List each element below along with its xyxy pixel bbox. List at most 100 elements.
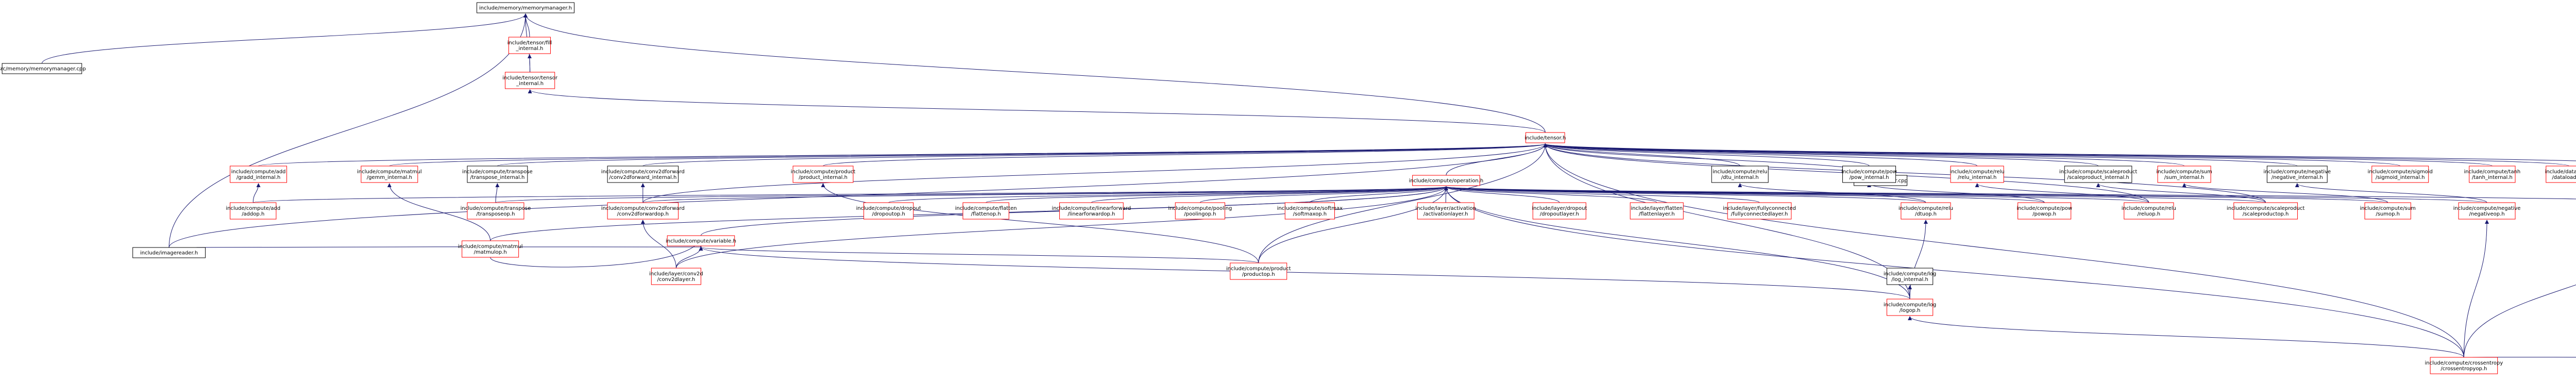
edge-n4-n15 bbox=[1543, 143, 2099, 167]
edge-n8-n23 bbox=[495, 183, 500, 203]
edge-n4-n45 bbox=[1258, 143, 1548, 263]
node-include-compute-variable-h[interactable]: include/compute/variable.h bbox=[666, 235, 736, 246]
edge-n3-n4 bbox=[528, 89, 1546, 133]
node-label: /dropoutlayer.h bbox=[1540, 211, 1579, 217]
node-include-compute-scaleproduct-scaleproduct-internal-h[interactable]: include/compute/scaleproduct/scaleproduc… bbox=[2059, 166, 2137, 183]
node-box bbox=[2233, 202, 2298, 220]
node-include-layer-dropout-dropoutlayer-h[interactable]: include/layer/dropout/dropoutlayer.h bbox=[1532, 202, 1587, 220]
edge-n4-n8 bbox=[497, 143, 1547, 167]
node-include-compute-scaleproduct-scaleproductop-h[interactable]: include/compute/scaleproduct/scaleproduc… bbox=[2227, 202, 2304, 220]
edge-n4-n14 bbox=[1543, 143, 1978, 167]
edge-n4-n13 bbox=[1543, 143, 1870, 167]
edges-layer bbox=[41, 13, 2576, 358]
node-label: /gradd_internal.h bbox=[236, 175, 281, 180]
edge-n11-n26 bbox=[888, 186, 1448, 203]
node-label: include/compute/sum bbox=[2360, 206, 2415, 211]
node-label: include/compute/negative bbox=[2263, 169, 2331, 175]
edge-n11-n22 bbox=[252, 186, 1448, 203]
node-include-memory-memorymanager-h[interactable]: include/memory/memorymanager.h bbox=[477, 2, 575, 13]
node-label: include/compute/dropout bbox=[856, 206, 921, 211]
node-label: /fullyconnectedlayer.h bbox=[1731, 211, 1788, 217]
node-include-tensor-tensor-internal-h[interactable]: include/tensor/tensor_internal.h bbox=[502, 72, 558, 89]
node-include-layer-activation-activationlayer-h[interactable]: include/layer/activation/activationlayer… bbox=[1415, 202, 1476, 220]
node-include-compute-negative-negativeop-h[interactable]: include/compute/negative/negativeop.h bbox=[2453, 202, 2521, 220]
node-include-compute-log-log-internal-h[interactable]: include/compute/log/log_internal.h bbox=[1884, 268, 1936, 285]
node-include-compute-dropout-dropoutop-h[interactable]: include/compute/dropout/dropoutop.h bbox=[856, 202, 921, 220]
node-include-tensor-h[interactable]: include/tensor.h bbox=[1524, 132, 1566, 143]
edge-n6-n22 bbox=[252, 183, 261, 203]
edge-n16-n39 bbox=[2182, 183, 2388, 203]
node-label: /addop.h bbox=[242, 211, 264, 217]
node-include-compute-relu-reluop-h[interactable]: include/compute/relu/reluop.h bbox=[2122, 202, 2176, 220]
node-box bbox=[2157, 166, 2211, 183]
node-label: src/memory/memorymanager.cpp bbox=[0, 67, 86, 72]
edge-n4-n24 bbox=[642, 143, 1548, 203]
node-include-compute-operation-h[interactable]: include/compute/operation.h bbox=[1409, 175, 1484, 186]
node-include-layer-flatten-flattenlayer-h[interactable]: include/layer/flatten/flattenlayer.h bbox=[1630, 202, 1684, 220]
node-include-compute-log-logop-h[interactable]: include/compute/log/logop.h bbox=[1884, 299, 1936, 316]
node-label: include/compute/transpose bbox=[461, 206, 531, 211]
node-label: include/compute/conv2dforward bbox=[601, 206, 685, 211]
node-include-compute-softmax-softmaxop-h[interactable]: include/compute/softmax/softmaxop.h bbox=[1277, 202, 1343, 220]
edge-n11-n45 bbox=[1258, 186, 1448, 263]
node-label: include/compute/linearforward bbox=[1052, 206, 1131, 211]
edge-n11-n30 bbox=[1309, 186, 1448, 203]
node-box bbox=[2018, 202, 2072, 220]
edge-n11-n35 bbox=[1444, 186, 1926, 203]
node-include-compute-relu-dtu-internal-h[interactable]: include/compute/relu/dtu_internal.h bbox=[1711, 166, 1769, 183]
node-include-compute-add-gradd-internal-h[interactable]: include/compute/add/gradd_internal.h bbox=[230, 166, 287, 183]
node-label: include/layer/dropout bbox=[1532, 206, 1587, 211]
node-include-tensor-fill-internal-h[interactable]: include/tensor/fill_internal.h bbox=[507, 37, 552, 54]
node-include-compute-add-addop-h[interactable]: include/compute/add/addop.h bbox=[226, 202, 280, 220]
node-box bbox=[2, 63, 82, 74]
node-label: /pow_internal.h bbox=[1850, 175, 1889, 180]
node-src-memory-memorymanager-cpp[interactable]: src/memory/memorymanager.cpp bbox=[0, 63, 86, 74]
node-box bbox=[2458, 202, 2516, 220]
node-label: /transpose_internal.h bbox=[470, 175, 525, 180]
node-label: include/dataloader bbox=[2545, 169, 2576, 175]
node-include-compute-crossentropy-crossentropyop-h[interactable]: include/compute/crossentropy/crossentrop… bbox=[2425, 357, 2503, 374]
node-include-compute-pow-pow-internal-h[interactable]: include/compute/pow/pow_internal.h bbox=[1841, 166, 1897, 183]
node-include-compute-sum-sum-internal-h[interactable]: include/compute/sum/sum_internal.h bbox=[2156, 166, 2212, 183]
node-include-compute-conv2dforward-conv2dforwardop-h[interactable]: include/compute/conv2dforward/conv2dforw… bbox=[601, 202, 685, 220]
edge-n41-n49 bbox=[2463, 284, 2576, 358]
node-box bbox=[2124, 202, 2174, 220]
node-include-compute-linearforward-linearforwardop-h[interactable]: include/compute/linearforward/linearforw… bbox=[1052, 202, 1131, 220]
node-include-compute-pooling-poolingop-h[interactable]: include/compute/pooling/poolingop.h bbox=[1168, 202, 1232, 220]
node-box bbox=[467, 202, 524, 220]
node-box bbox=[1284, 202, 1335, 220]
node-box bbox=[607, 166, 679, 183]
edge-n4-n9 bbox=[642, 143, 1547, 167]
node-include-compute-pow-powop-h[interactable]: include/compute/pow/powop.h bbox=[2016, 202, 2072, 220]
node-include-compute-flatten-flattenop-h[interactable]: include/compute/flatten/flattenop.h bbox=[955, 202, 1017, 220]
node-include-compute-product-productop-h[interactable]: include/compute/product/productop.h bbox=[1226, 262, 1291, 280]
node-include-compute-sum-sumop-h[interactable]: include/compute/sum/sumop.h bbox=[2360, 202, 2416, 220]
node-box bbox=[1175, 202, 1225, 220]
node-include-dataloader-dataloader-h[interactable]: include/dataloader/dataloader.h bbox=[2545, 166, 2576, 183]
node-include-imagereader-h[interactable]: include/imagereader.h bbox=[132, 247, 206, 258]
node-label: include/compute/conv2dforward bbox=[601, 169, 685, 175]
node-box bbox=[1842, 166, 1896, 183]
node-include-compute-matmul-gemm-internal-h[interactable]: include/compute/matmul/gemm_internal.h bbox=[357, 166, 422, 183]
edge-n11-n33 bbox=[1444, 186, 1657, 203]
node-label: include/layer/activation bbox=[1415, 206, 1476, 211]
edge-n25-n45 bbox=[699, 246, 1259, 263]
node-label: include/compute/scaleproduct bbox=[2227, 206, 2304, 211]
node-include-compute-relu-dtuop-h[interactable]: include/compute/relu/dtuop.h bbox=[1899, 202, 1953, 220]
node-include-compute-negative-negative-internal-h[interactable]: include/compute/negative/negative_intern… bbox=[2263, 166, 2331, 183]
node-include-compute-relu-relu-internal-h[interactable]: include/compute/relu/relu_internal.h bbox=[1950, 166, 2005, 183]
node-include-compute-tanh-tanh-internal-h[interactable]: include/compute/tanh/tanh_internal.h bbox=[2464, 166, 2520, 183]
edge-n4-n16 bbox=[1543, 143, 2185, 167]
node-include-compute-conv2dforward-conv2dforward-internal-h[interactable]: include/compute/conv2dforward/conv2dforw… bbox=[601, 166, 685, 183]
node-include-layer-conv2d-conv2dlayer-h[interactable]: include/layer/conv2d/conv2dlayer.h bbox=[649, 268, 703, 285]
edge-n11-n23 bbox=[495, 186, 1448, 203]
node-include-compute-transpose-transpose-internal-h[interactable]: include/compute/transpose/transpose_inte… bbox=[462, 166, 533, 183]
node-include-compute-transpose-transposeop-h[interactable]: include/compute/transpose/transposeop.h bbox=[461, 202, 531, 220]
node-label: /sumop.h bbox=[2376, 211, 2400, 217]
node-include-compute-matmul-matmulop-h[interactable]: include/compute/matmul/matmulop.h bbox=[458, 240, 523, 258]
edge-n0-n1 bbox=[41, 13, 528, 64]
node-include-layer-fullyconnected-fullyconnectedlayer-h[interactable]: include/layer/fullyconnected/fullyconnec… bbox=[1723, 202, 1796, 220]
node-include-compute-sigmoid-sigmoid-internal-h[interactable]: include/compute/sigmoid/sigmoid_internal… bbox=[2368, 166, 2433, 183]
node-label: /poolingop.h bbox=[1184, 211, 1216, 217]
node-include-compute-product-product-internal-h[interactable]: include/compute/product/product_internal… bbox=[791, 166, 856, 183]
